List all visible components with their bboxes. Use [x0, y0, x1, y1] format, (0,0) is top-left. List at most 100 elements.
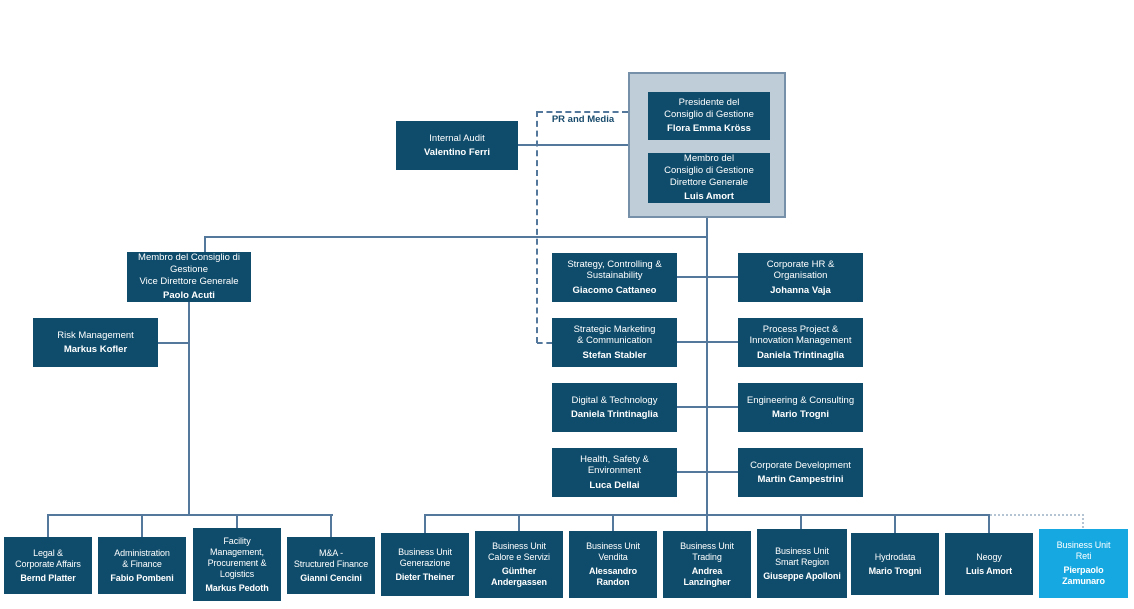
node-title: Health, Safety & Environment — [580, 453, 649, 477]
connector-vice-direttore-drop — [204, 236, 206, 253]
node-person: Giuseppe Apolloni — [763, 570, 841, 581]
node-internal-audit: Internal Audit Valentino Ferri — [396, 121, 518, 170]
connector-strategic-marketing — [677, 341, 707, 343]
node-person: Gianni Cencini — [300, 572, 362, 583]
node-title: Business Unit Trading — [680, 541, 734, 563]
connector-process — [707, 341, 738, 343]
node-title: Neogy — [976, 551, 1002, 562]
node-bu-smart-region: Business Unit Smart Region Giuseppe Apol… — [757, 529, 847, 598]
node-direttore-generale: Membro del Consiglio di Gestione Diretto… — [648, 153, 770, 203]
connector-hr — [707, 276, 738, 278]
node-person: Dieter Theiner — [395, 571, 455, 582]
connector-drop-administration — [141, 514, 143, 542]
node-legal: Legal & Corporate Affairs Bernd Platter — [4, 537, 92, 594]
connector-dashed-pr-media — [537, 111, 628, 113]
node-person: Markus Kofler — [63, 344, 128, 356]
node-title: Administration & Finance — [114, 547, 170, 569]
node-bu-reti: Business Unit Reti Pierpaolo Zamunaro — [1039, 529, 1128, 598]
connector-health — [677, 471, 707, 473]
node-person: Luis Amort — [684, 191, 734, 203]
node-person: Paolo Acuti — [163, 290, 215, 302]
connector-dashed-marketing-stub — [537, 342, 552, 344]
node-administration: Administration & Finance Fabio Pombeni — [98, 537, 186, 594]
node-title: Business Unit Vendita — [586, 541, 640, 563]
node-title: Membro del Consiglio di Gestione Vice Di… — [138, 252, 240, 287]
connector-engineering — [707, 406, 738, 408]
node-neogy: Neogy Luis Amort — [945, 533, 1033, 595]
node-person: Daniela Trintinaglia — [756, 349, 845, 361]
node-bu-calore: Business Unit Calore e Servizi Günther A… — [475, 531, 563, 598]
connector-left-bus — [47, 514, 333, 516]
node-title: Strategic Marketing & Communication — [573, 323, 656, 347]
node-person: Giacomo Cattaneo — [572, 284, 657, 296]
node-title: Corporate Development — [750, 459, 851, 471]
connector-drop-smart-region — [800, 514, 802, 542]
connector-drop-legal — [47, 514, 49, 542]
connector-drop-vendita — [612, 514, 614, 542]
connector-top-horizontal — [204, 236, 707, 238]
node-bu-generazione: Business Unit Generazione Dieter Theiner — [381, 533, 469, 596]
node-person: Flora Emma Kröss — [667, 123, 751, 135]
connector-drop-generazione — [424, 514, 426, 542]
node-person: Daniela Trintinaglia — [570, 409, 659, 421]
node-person: Andrea Lanzingher — [683, 566, 731, 587]
node-title: Engineering & Consulting — [746, 394, 855, 406]
board-of-management-panel: Presidente del Consiglio di Gestione Flo… — [628, 72, 786, 218]
pr-and-media-label: PR and Media — [551, 114, 615, 125]
connector-dotted-reti-drop — [1082, 514, 1084, 536]
node-title: Business Unit Smart Region — [775, 545, 829, 567]
node-presidente: Presidente del Consiglio di Gestione Flo… — [648, 92, 770, 140]
node-title: Presidente del Consiglio di Gestione — [664, 97, 754, 120]
connector-internal-audit — [518, 144, 628, 146]
node-person: Luca Dellai — [589, 479, 640, 491]
node-title: Business Unit Reti — [1056, 540, 1111, 562]
node-title: Facility Management, Procurement & Logis… — [207, 535, 267, 579]
node-person: Mario Trogni — [772, 409, 829, 421]
node-title: M&A - Structured Finance — [293, 547, 369, 569]
node-vice-direttore: Membro del Consiglio di Gestione Vice Di… — [127, 252, 251, 302]
node-title: Corporate HR & Organisation — [766, 258, 835, 282]
node-title: Risk Management — [57, 329, 134, 341]
node-facility: Facility Management, Procurement & Logis… — [193, 528, 281, 601]
node-corporate-hr: Corporate HR & Organisation Johanna Vaja — [738, 253, 863, 302]
node-title: Strategy, Controlling & Sustainability — [567, 258, 662, 282]
connector-dashed-vertical — [536, 111, 538, 343]
node-title: Business Unit Generazione — [398, 546, 452, 568]
node-person: Bernd Platter — [20, 572, 76, 583]
node-person: Luis Amort — [965, 565, 1013, 576]
connector-corp-dev — [707, 471, 738, 473]
node-person: Johanna Vaja — [770, 284, 831, 296]
node-bu-vendita: Business Unit Vendita Alessandro Randon — [569, 531, 657, 598]
node-hydrodata: Hydrodata Mario Trogni — [851, 533, 939, 595]
connector-dotted-reti-horizontal — [990, 514, 1084, 516]
connector-main-bus — [424, 514, 990, 516]
node-person: Valentino Ferri — [424, 147, 490, 159]
node-person: Markus Pedoth — [205, 582, 269, 593]
node-title: Business Unit Calore e Servizi — [488, 541, 550, 563]
node-person: Mario Trogni — [868, 565, 922, 576]
connector-drop-hydrodata — [894, 514, 896, 542]
connector-center-vertical — [706, 217, 708, 540]
node-corporate-development: Corporate Development Martin Campestrini — [738, 448, 863, 497]
node-process-project: Process Project & Innovation Management … — [738, 318, 863, 367]
connector-risk — [158, 342, 189, 344]
connector-drop-ma — [330, 514, 332, 542]
node-title: Process Project & Innovation Management — [749, 323, 852, 347]
connector-drop-neogy — [988, 514, 990, 542]
connector-drop-calore — [518, 514, 520, 542]
node-strategic-marketing: Strategic Marketing & Communication Stef… — [552, 318, 677, 367]
node-title: Digital & Technology — [571, 394, 658, 406]
node-person: Martin Campestrini — [757, 474, 844, 486]
node-person: Günther Andergassen — [491, 566, 547, 587]
connector-vice-direttore-vertical — [188, 301, 190, 515]
node-person: Fabio Pombeni — [110, 572, 174, 583]
node-bu-trading: Business Unit Trading Andrea Lanzingher — [663, 531, 751, 598]
node-title: Legal & Corporate Affairs — [15, 547, 81, 569]
node-title: Internal Audit — [429, 132, 485, 144]
node-title: Hydrodata — [874, 551, 916, 562]
node-title: Membro del Consiglio di Gestione Diretto… — [664, 153, 754, 188]
node-health-safety: Health, Safety & Environment Luca Dellai — [552, 448, 677, 497]
node-person: Pierpaolo Zamunaro — [1062, 565, 1105, 586]
node-digital-technology: Digital & Technology Daniela Trintinagli… — [552, 383, 677, 432]
